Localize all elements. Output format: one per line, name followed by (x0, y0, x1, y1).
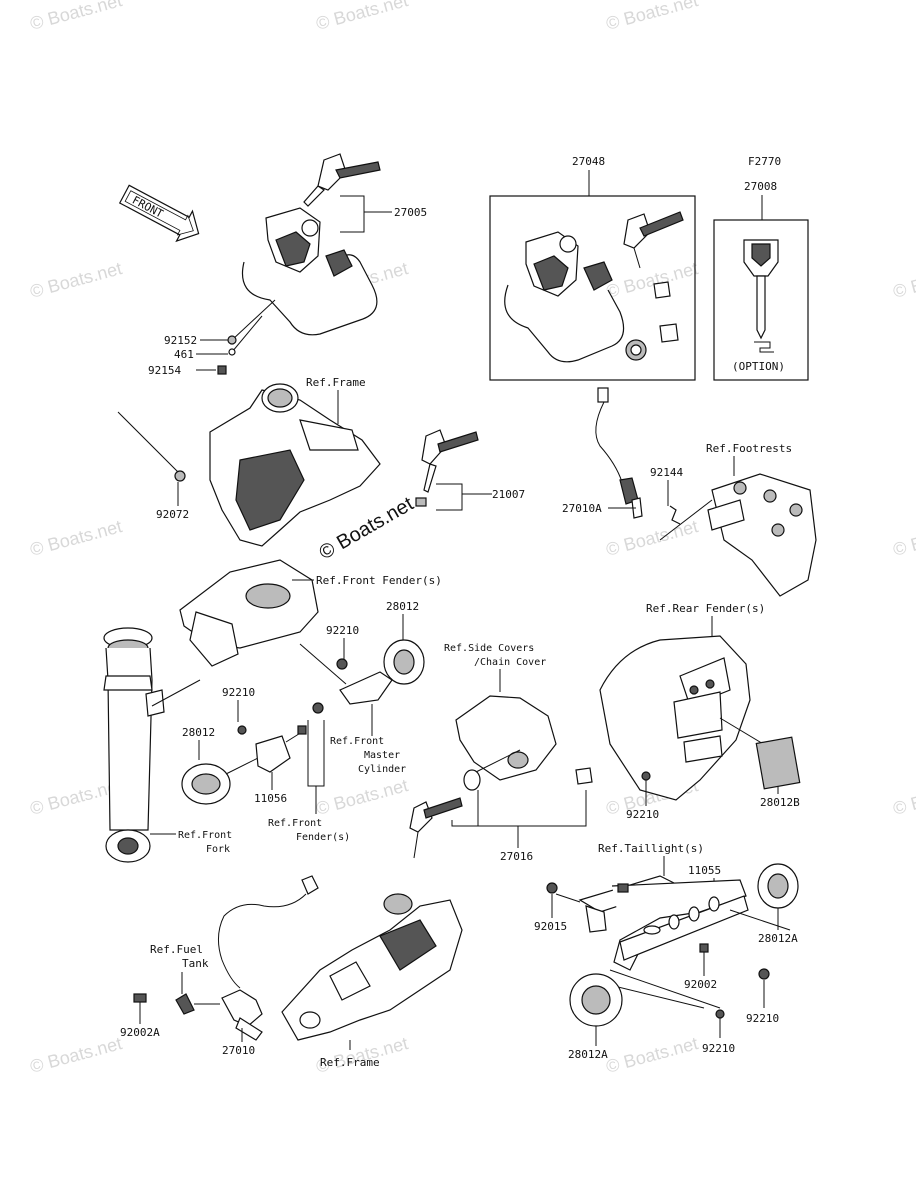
watermark: © Boats.net (891, 516, 916, 560)
part-label-92210-d: 92210 (746, 1012, 779, 1025)
part-label-92144: 92144 (650, 466, 683, 479)
rear-fender-bracket (599, 635, 771, 801)
ref-front-fender-bottom-2: Fender(s) (296, 832, 350, 843)
ref-master-3: Cylinder (358, 764, 406, 775)
part-label-92152: 92152 (164, 334, 197, 347)
part-label-27010A: 27010A (562, 502, 602, 515)
taillight-bracket-11055 (555, 875, 791, 1009)
footrest-bracket (659, 473, 817, 597)
part-label-92072: 92072 (156, 508, 189, 521)
watermark: © Boats.net (891, 258, 916, 302)
part-label-92015: 92015 (534, 920, 567, 933)
front-fork-tube (103, 627, 201, 863)
front-arrow-icon: FRONT (118, 184, 200, 243)
ref-footrests: Ref.Footrests (706, 442, 792, 455)
ref-fuel-tank-2: Tank (182, 957, 209, 970)
part-label-92002: 92002 (684, 978, 717, 991)
center-watermark: © Boats.net (316, 493, 418, 565)
part-label-28012-top: 28012 (386, 600, 419, 613)
ref-front-fender-bottom-1: Ref.Front (268, 818, 322, 829)
ref-master-1: Ref.Front (330, 736, 384, 747)
ref-fuel-tank-1: Ref.Fuel (150, 943, 203, 956)
watermark: © Boats.net (314, 775, 410, 819)
ref-front-fender-top: Ref.Front Fender(s) (316, 574, 442, 587)
part-label-21007: 21007 (492, 488, 525, 501)
front-fender-cover (179, 559, 319, 667)
frame-pivot-bottom (281, 893, 463, 1041)
ref-frame-bottom: Ref.Frame (320, 1056, 380, 1069)
part-label-27005: 27005 (394, 206, 427, 219)
sensor-27010A (595, 387, 643, 519)
part-label-92002A: 92002A (120, 1026, 160, 1039)
ignition-switch-kit (504, 211, 684, 363)
ref-front-fork-1: Ref.Front (178, 830, 232, 841)
key-blank-icon (743, 239, 779, 353)
part-label-27008: 27008 (744, 180, 777, 193)
part-label-11055: 11055 (688, 864, 721, 877)
part-label-28012A-bottom: 28012A (568, 1048, 608, 1061)
watermark: © Boats.net (604, 1033, 700, 1077)
ref-side-covers-2: /Chain Cover (474, 657, 546, 668)
option-label: (OPTION) (732, 360, 785, 373)
part-label-27016: 27016 (500, 850, 533, 863)
ref-rear-fender: Ref.Rear Fender(s) (646, 602, 765, 615)
reflector-28012B (755, 736, 801, 790)
ref-taillight: Ref.Taillight(s) (598, 842, 704, 855)
watermark: © Boats.net (28, 1033, 124, 1077)
spring-92144 (669, 505, 681, 525)
ref-master-2: Master (364, 750, 400, 761)
watermark: © Boats.net (604, 258, 700, 302)
sidestand-switch-27010 (133, 875, 319, 1041)
ignition-switch-assembly-27005 (217, 153, 392, 375)
watermark: © Boats.net (28, 516, 124, 560)
ref-front-fork-2: Fork (206, 844, 230, 855)
part-label-11056: 11056 (254, 792, 287, 805)
watermark: © Boats.net (28, 0, 124, 34)
watermark: © Boats.net (891, 775, 916, 819)
watermark: © Boats.net (314, 1033, 410, 1077)
part-label-F2770: F2770 (748, 155, 781, 168)
part-label-92210-a: 92210 (326, 624, 359, 637)
ref-frame-top: Ref.Frame (306, 376, 366, 389)
part-label-92154: 92154 (148, 364, 181, 377)
key-pair-21007 (415, 429, 492, 511)
watermark: © Boats.net (28, 258, 124, 302)
bracket-11056 (255, 735, 291, 773)
watermark: © Boats.net (314, 0, 410, 34)
frame-steering-head (117, 383, 381, 547)
part-label-28012B: 28012B (760, 796, 800, 809)
part-label-28012A-right: 28012A (758, 932, 798, 945)
kit-box-27048 (489, 195, 696, 381)
watermark: © Boats.net (604, 516, 700, 560)
part-label-27048: 27048 (572, 155, 605, 168)
part-label-27010: 27010 (222, 1044, 255, 1057)
part-label-28012-left: 28012 (182, 726, 215, 739)
watermark: © Boats.net (604, 0, 700, 34)
side-cover-lock-27016 (409, 695, 593, 859)
ref-side-covers-1: Ref.Side Covers (444, 643, 534, 654)
part-label-92210-b: 92210 (222, 686, 255, 699)
part-label-92210-c: 92210 (626, 808, 659, 821)
part-label-92210-e: 92210 (702, 1042, 735, 1055)
master-cylinder-bracket (299, 643, 393, 714)
option-key-box (713, 219, 809, 381)
part-label-461: 461 (174, 348, 194, 361)
